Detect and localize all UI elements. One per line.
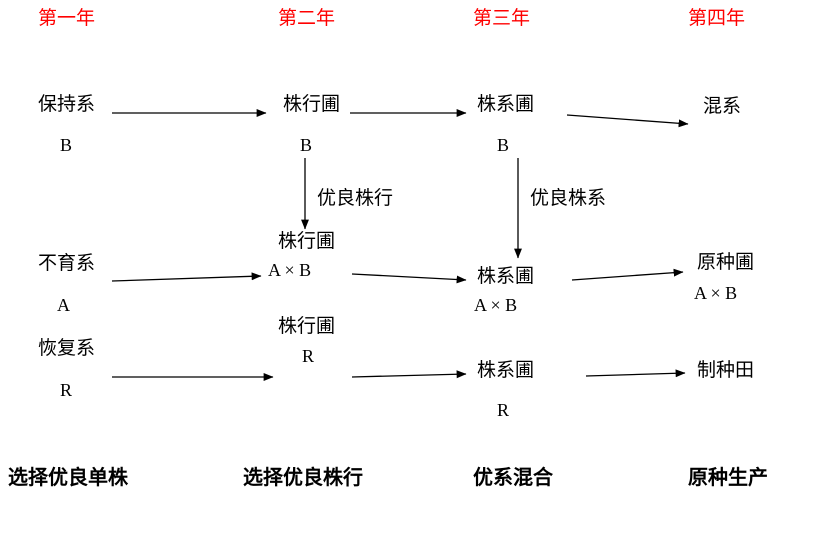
node-zhuhangpu-b-code: B bbox=[300, 135, 313, 155]
node-zhuxipu-b-label: 株系圃 bbox=[477, 94, 535, 115]
node-zhuhangpu-ab-code: A × B bbox=[268, 260, 312, 280]
year-header-4: 第四年 bbox=[688, 8, 746, 29]
node-huifuxi-code: R bbox=[60, 380, 73, 400]
node-huifuxi-label: 恢复系 bbox=[38, 338, 96, 359]
node-yuanzhongpu-code: A × B bbox=[694, 283, 738, 303]
arrow-zhuxipu-r-to-zhizhongtian bbox=[585, 369, 686, 378]
node-zhuhangpu-ab-label: 株行圃 bbox=[278, 231, 336, 252]
step-caption-select-rows: 选择优良株行 bbox=[243, 467, 363, 489]
arrow-zhuhangpu-ab-to-zhuxipu-ab bbox=[351, 273, 467, 284]
node-baochixi-label: 保持系 bbox=[38, 94, 96, 115]
step-caption-mix-lines: 优系混合 bbox=[473, 467, 553, 489]
node-hunxi-label: 混系 bbox=[703, 96, 742, 117]
node-zhuhangpu-b-label: 株行圃 bbox=[283, 94, 341, 115]
node-zhuhangpu-r-label: 株行圃 bbox=[278, 316, 336, 337]
year-header-3: 第三年 bbox=[473, 8, 531, 29]
node-zhuxipu-ab-code: A × B bbox=[474, 295, 518, 315]
label-excellent-rows: 优良株行 bbox=[317, 188, 394, 209]
node-zhuxipu-r-label: 株系圃 bbox=[477, 360, 535, 381]
arrow-zhuhangpu-r-to-zhuxipu-r bbox=[351, 370, 467, 379]
step-caption-seed-production: 原种生产 bbox=[688, 467, 768, 489]
node-zhizhongtian-label: 制种田 bbox=[697, 360, 755, 381]
node-baochixi-code: B bbox=[60, 135, 73, 155]
node-buyuxi-label: 不育系 bbox=[38, 253, 96, 274]
node-zhuhangpu-r-code: R bbox=[302, 346, 315, 366]
node-buyuxi-code: A bbox=[57, 295, 70, 315]
node-yuanzhongpu-label: 原种圃 bbox=[697, 252, 755, 273]
arrow-zhuxipu-ab-to-yuanzhongpu bbox=[571, 268, 684, 281]
arrow-buyuxi-to-zhuhangpu-ab bbox=[111, 272, 262, 282]
step-caption-select-plants: 选择优良单株 bbox=[8, 467, 128, 489]
node-zhuxipu-ab-label: 株系圃 bbox=[477, 266, 535, 287]
arrow-zhuxipu-b-to-hunxi bbox=[566, 114, 689, 128]
node-zhuxipu-b-code: B bbox=[497, 135, 510, 155]
node-zhuxipu-r-code: R bbox=[497, 400, 510, 420]
year-header-1: 第一年 bbox=[38, 8, 96, 29]
label-excellent-lines: 优良株系 bbox=[530, 188, 607, 209]
year-header-2: 第二年 bbox=[278, 8, 336, 29]
